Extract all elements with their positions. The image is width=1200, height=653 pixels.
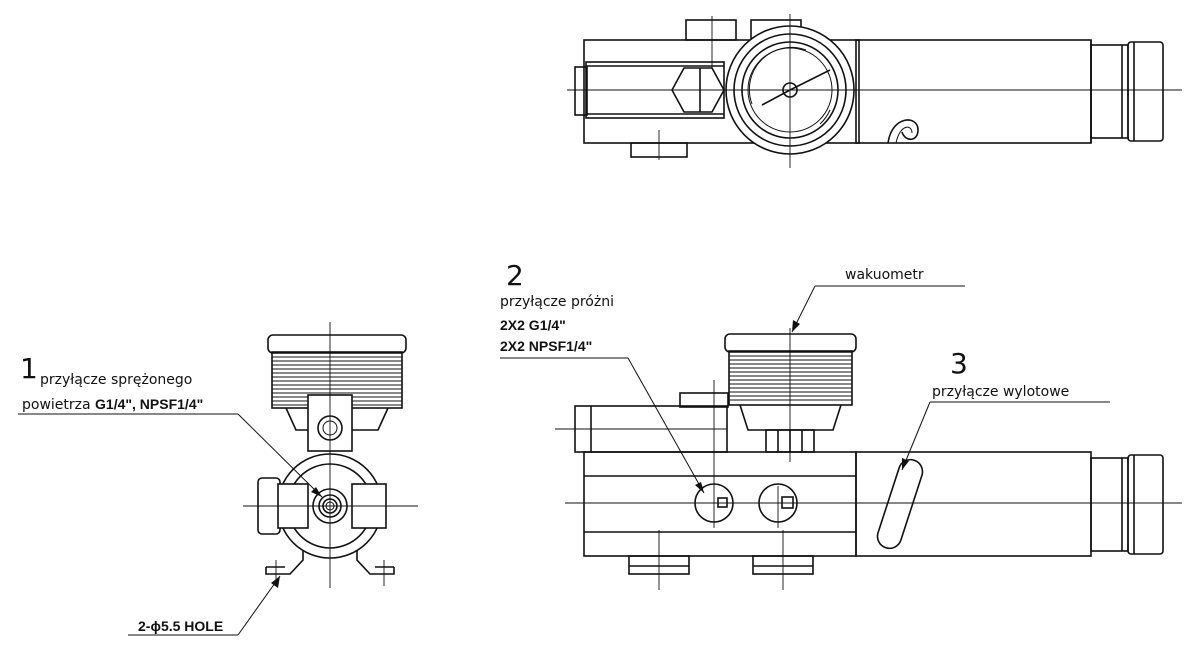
callout-1-line1: przyłącze sprężonego: [40, 372, 193, 388]
callout-1-prefix: powietrza: [22, 397, 91, 413]
front-view: [555, 328, 1182, 590]
leader-lines: [18, 285, 1110, 636]
callout-2-line2: 2X2 G1/4": [500, 317, 566, 333]
side-view: [243, 322, 418, 588]
callout-1-number: 1: [20, 352, 38, 385]
callout-1-spec: G1/4", NPSF1/4": [95, 396, 204, 412]
top-view: [567, 14, 1182, 168]
callout-2-number: 2: [506, 259, 524, 292]
top-view-cylinder: [855, 39, 1092, 144]
callout-1-line2: powietrza G1/4", NPSF1/4": [22, 397, 203, 412]
front-view-cylinder: [855, 451, 1092, 557]
hole-label: 2-ϕ5.5 HOLE: [138, 618, 224, 634]
callout-3-number: 3: [950, 347, 968, 380]
callout-2-line1: przyłącze próżni: [500, 294, 614, 310]
callout-2-line3: 2X2 NPSF1/4": [500, 338, 593, 354]
gauge-label: wakuometr: [845, 267, 924, 283]
callout-3-line1: przyłącze wylotowe: [932, 384, 1070, 400]
